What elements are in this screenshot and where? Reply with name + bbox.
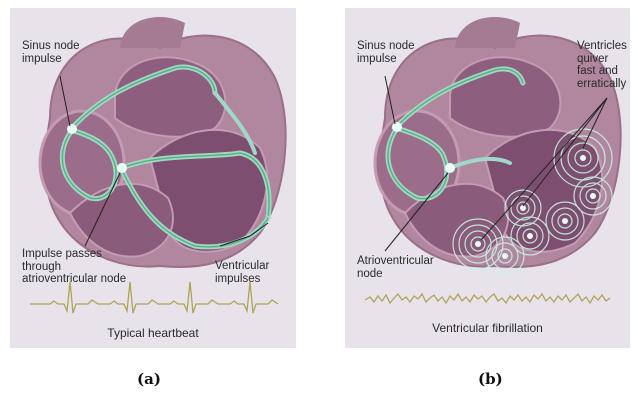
label-ventricles-quiver: Ventricles quiver fast and erratically (577, 40, 627, 90)
caption-ventricular-fibrillation: Ventricular fibrillation (345, 321, 630, 335)
label-atrioventricular-node: Atrioventricular node (357, 255, 434, 280)
sublabel-a: (a) (137, 370, 161, 388)
av-node (445, 163, 455, 173)
av-node (117, 163, 127, 173)
panel-typical-heartbeat: Sinus node impulse Impulse passes throug… (10, 8, 296, 348)
panel-ventricular-fibrillation: Sinus node impulse Ventricles quiver fas… (345, 8, 630, 348)
label-av-node-impulse: Impulse passes through atrioventricular … (22, 248, 126, 286)
label-sinus-node-impulse: Sinus node impulse (22, 40, 80, 65)
sinus-node (392, 122, 402, 132)
sublabel-b: (b) (478, 370, 503, 388)
label-ventricular-impulses: Ventricular impulses (215, 260, 269, 285)
label-sinus-node-impulse: Sinus node impulse (357, 40, 415, 65)
caption-typical-heartbeat: Typical heartbeat (10, 326, 296, 340)
sinus-node (67, 124, 77, 134)
